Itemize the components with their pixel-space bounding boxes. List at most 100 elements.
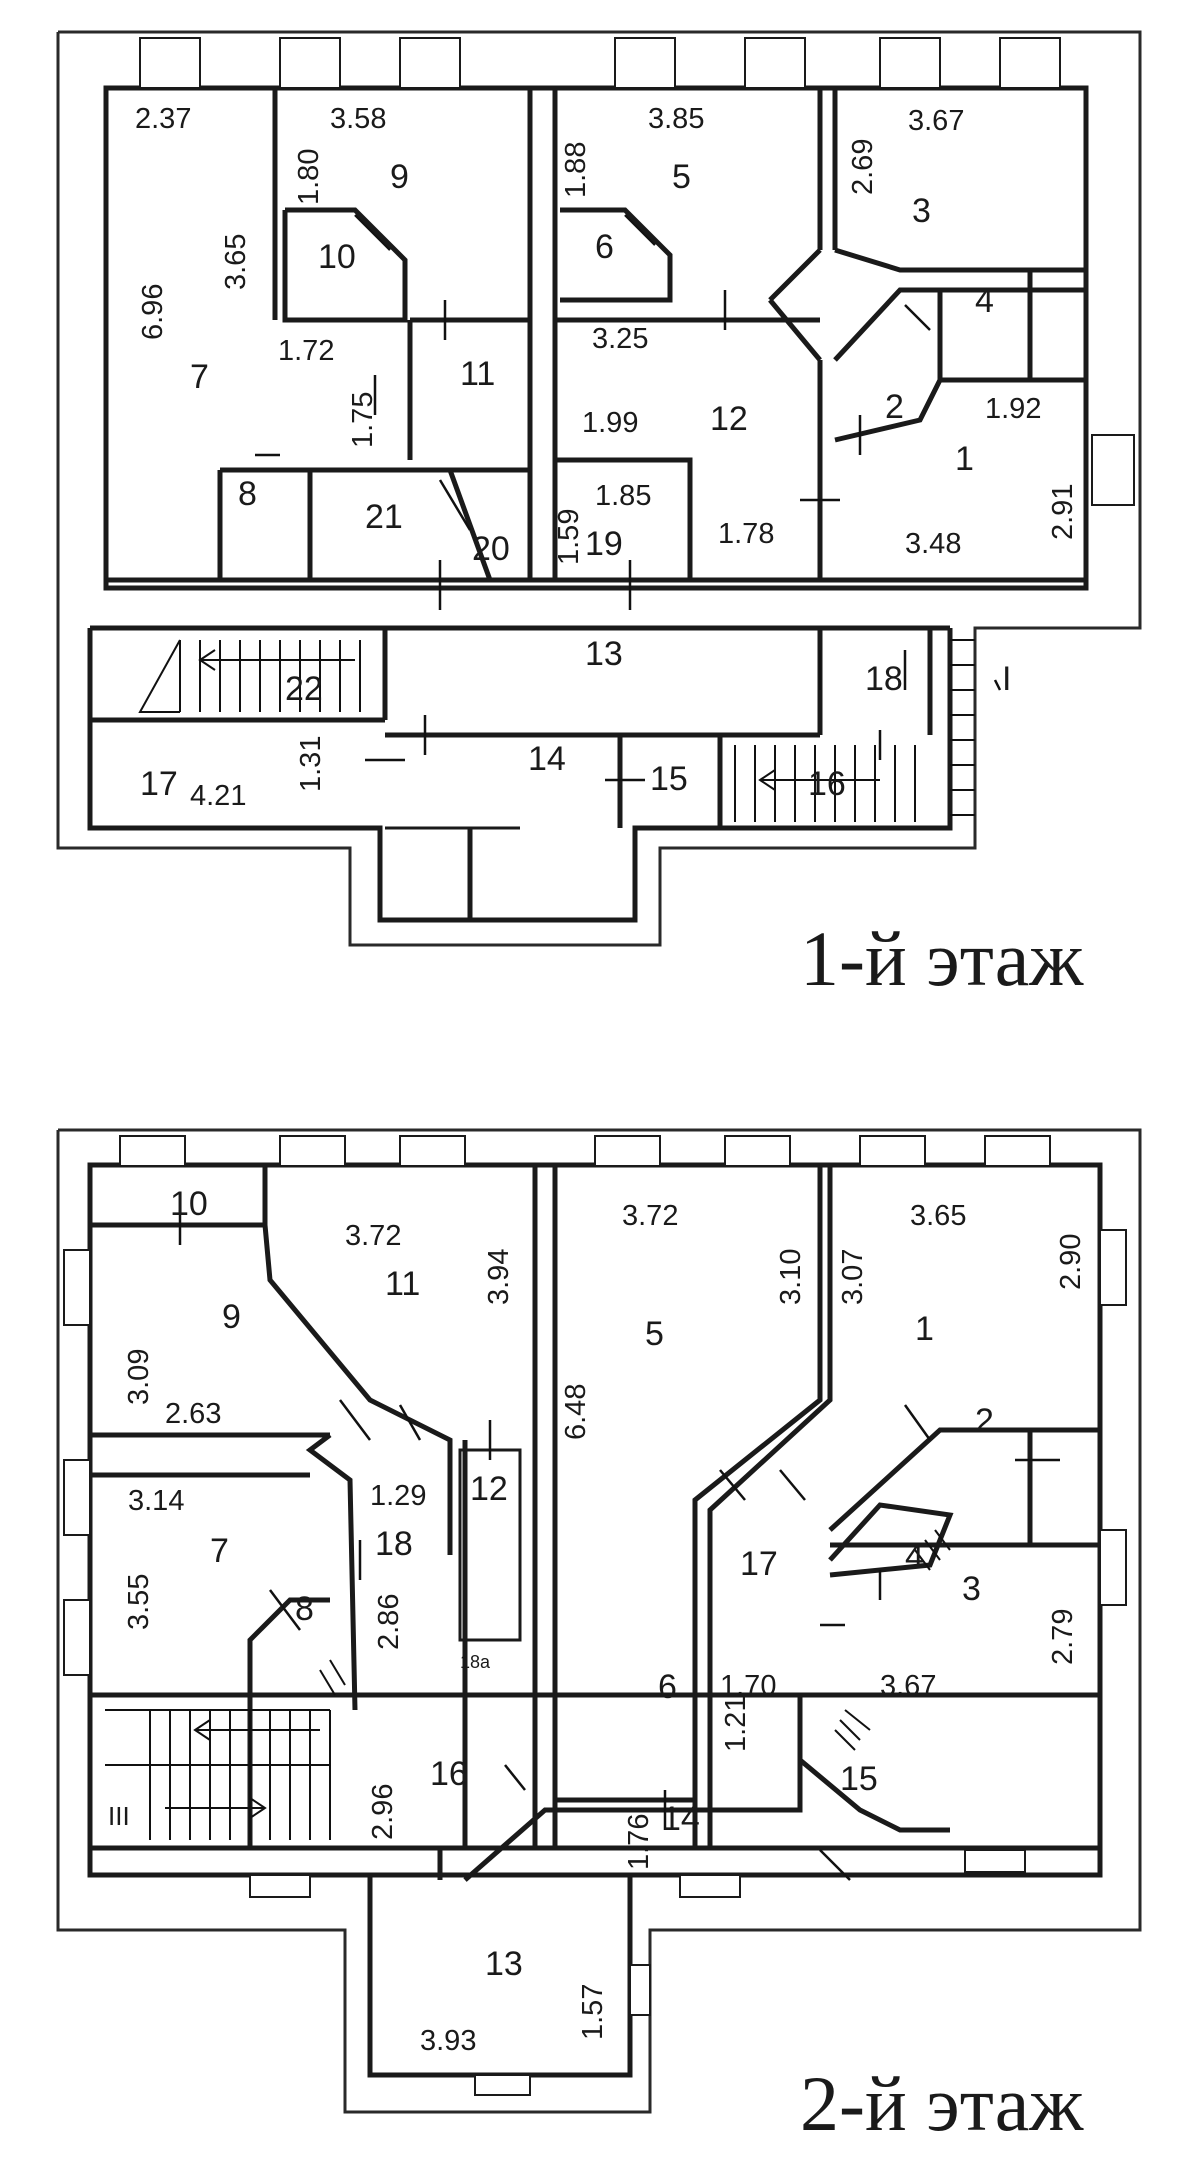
- f2-dim: 3.67: [880, 1670, 936, 1702]
- floor1-building-wall: [103, 85, 1089, 591]
- f2-dim: 6.48: [560, 1384, 592, 1440]
- f1-room-4: 4: [975, 282, 994, 320]
- floor2-interior-walls: [90, 1165, 1100, 1882]
- floor2-outer-outline: [56, 1128, 1142, 2114]
- floor-1-plan: 1 2 3 4 5 6 7 8 9 10 11 12 13 14 15 16 1…: [56, 30, 1142, 1002]
- f2-room-5: 5: [645, 1315, 664, 1353]
- floor1-interior-walls: [90, 88, 1086, 920]
- f1-entry-mark: I: [1002, 660, 1011, 698]
- f1-room-9: 9: [390, 158, 409, 196]
- f1-dim: 3.85: [648, 103, 704, 135]
- f1-dim: 2.69: [847, 139, 879, 195]
- f1-dim: 6.96: [137, 284, 169, 340]
- f2-dim: 3.10: [775, 1249, 807, 1305]
- f1-room-18: 18: [865, 660, 903, 698]
- f1-dim: 1.72: [278, 335, 334, 367]
- f2-room-17: 17: [740, 1545, 778, 1583]
- f1-dim: 3.67: [908, 105, 964, 137]
- f2-room-16: 16: [430, 1755, 468, 1793]
- floor2-windows: [63, 1135, 1127, 2096]
- f2-room-18a: 18a: [460, 1652, 491, 1672]
- f1-room-21: 21: [365, 498, 403, 536]
- f1-room-7: 7: [190, 358, 209, 396]
- f1-dim: 1.75: [347, 392, 379, 448]
- f1-dim: 1.59: [553, 509, 585, 565]
- f2-room-6: 6: [658, 1668, 677, 1706]
- f2-dim: 2.63: [165, 1398, 221, 1430]
- floor1-outer-outline: [56, 30, 1142, 947]
- f1-dim: 1.92: [985, 393, 1041, 425]
- floor2-doors: [178, 1210, 1060, 1881]
- f1-room-17: 17: [140, 765, 178, 803]
- f1-dim: 1.31: [295, 736, 327, 792]
- floor1-lower-wing-wall: [87, 628, 953, 923]
- f2-room-9: 9: [222, 1298, 241, 1336]
- f2-dim: 3.55: [123, 1574, 155, 1630]
- f1-dim: 3.65: [220, 234, 252, 290]
- f2-dim: 3.72: [345, 1220, 401, 1252]
- f2-room-3: 3: [962, 1570, 981, 1608]
- f1-dim: 1.80: [293, 149, 325, 205]
- f2-dim: 3.93: [420, 2025, 476, 2057]
- f1-room-22: 22: [285, 670, 323, 708]
- f1-room-5: 5: [672, 158, 691, 196]
- f1-dim: 1.88: [560, 142, 592, 198]
- f2-room-7: 7: [210, 1532, 229, 1570]
- f2-dim: 2.86: [373, 1594, 405, 1650]
- f2-dim: 1.76: [623, 1814, 655, 1870]
- floor1-room-labels: 1 2 3 4 5 6 7 8 9 10 11 12 13 14 15 16 1…: [140, 158, 994, 803]
- floor-2-plan: 1 2 3 4 5 6 7 8 9 10 11 12 13 14 15 16 1…: [56, 1128, 1142, 2147]
- f2-dim: 3.65: [910, 1200, 966, 1232]
- f1-room-14: 14: [528, 740, 566, 778]
- f2-room-15: 15: [840, 1760, 878, 1798]
- f2-dim: 1.57: [577, 1984, 609, 2040]
- f1-dim: 2.37: [135, 103, 191, 135]
- f1-dim: 2.91: [1047, 484, 1079, 540]
- f2-dim: 3.94: [483, 1249, 515, 1305]
- f1-room-6: 6: [595, 228, 614, 266]
- f2-room-4: 4: [905, 1538, 924, 1576]
- f2-room-1: 1: [915, 1310, 934, 1348]
- f2-room-14: 14: [662, 1800, 700, 1838]
- f1-room-1: 1: [955, 440, 974, 478]
- f2-stair-mark: III: [108, 1801, 130, 1831]
- f1-room-2: 2: [885, 388, 904, 426]
- f2-room-10: 10: [170, 1185, 208, 1223]
- floor1-title: 1-й этаж: [800, 915, 1084, 1002]
- f1-room-15: 15: [650, 760, 688, 798]
- floor2-room-labels: 1 2 3 4 5 6 7 8 9 10 11 12 13 14 15 16 1…: [170, 1185, 994, 1983]
- f2-dim: 2.79: [1047, 1609, 1079, 1665]
- f1-dim: 3.25: [592, 323, 648, 355]
- f2-dim: 3.14: [128, 1485, 184, 1517]
- f2-room-12: 12: [470, 1470, 508, 1508]
- f1-room-19: 19: [585, 525, 623, 563]
- f2-dim: 2.90: [1055, 1234, 1087, 1290]
- f2-room-8: 8: [295, 1590, 314, 1628]
- f1-dim: 3.58: [330, 103, 386, 135]
- f1-room-13: 13: [585, 635, 623, 673]
- f2-room-2: 2: [975, 1402, 994, 1440]
- f2-dim: 1.70: [720, 1670, 776, 1702]
- f1-dim: 1.85: [595, 480, 651, 512]
- floor2-dimension-labels: 3.72 3.94 3.09 2.63 3.14 3.55 1.29 2.86 …: [123, 1200, 1087, 2057]
- floor1-dimension-labels: 2.37 3.58 1.80 3.65 6.96 1.72 1.75 1.88 …: [135, 103, 1079, 812]
- f2-dim: 1.21: [720, 1696, 752, 1752]
- f2-dim: 3.07: [837, 1249, 869, 1305]
- f2-dim: 3.72: [622, 1200, 678, 1232]
- f2-room-18: 18: [375, 1525, 413, 1563]
- f1-dim: 1.78: [718, 518, 774, 550]
- floor1-doors: [255, 214, 1002, 782]
- f2-room-13: 13: [485, 1945, 523, 1983]
- floor1-windows: [139, 37, 1135, 506]
- floor2-title: 2-й этаж: [800, 2060, 1084, 2147]
- f1-room-11: 11: [460, 355, 495, 393]
- f1-room-20: 20: [472, 530, 510, 568]
- f2-dim: 2.96: [367, 1784, 399, 1840]
- floor1-stairs: [138, 639, 975, 822]
- f1-dim: 3.48: [905, 528, 961, 560]
- f1-dim: 4.21: [190, 780, 246, 812]
- floor2-stairs: [105, 1529, 951, 1840]
- f2-dim: 1.29: [370, 1480, 426, 1512]
- f1-dim: 1.99: [582, 407, 638, 439]
